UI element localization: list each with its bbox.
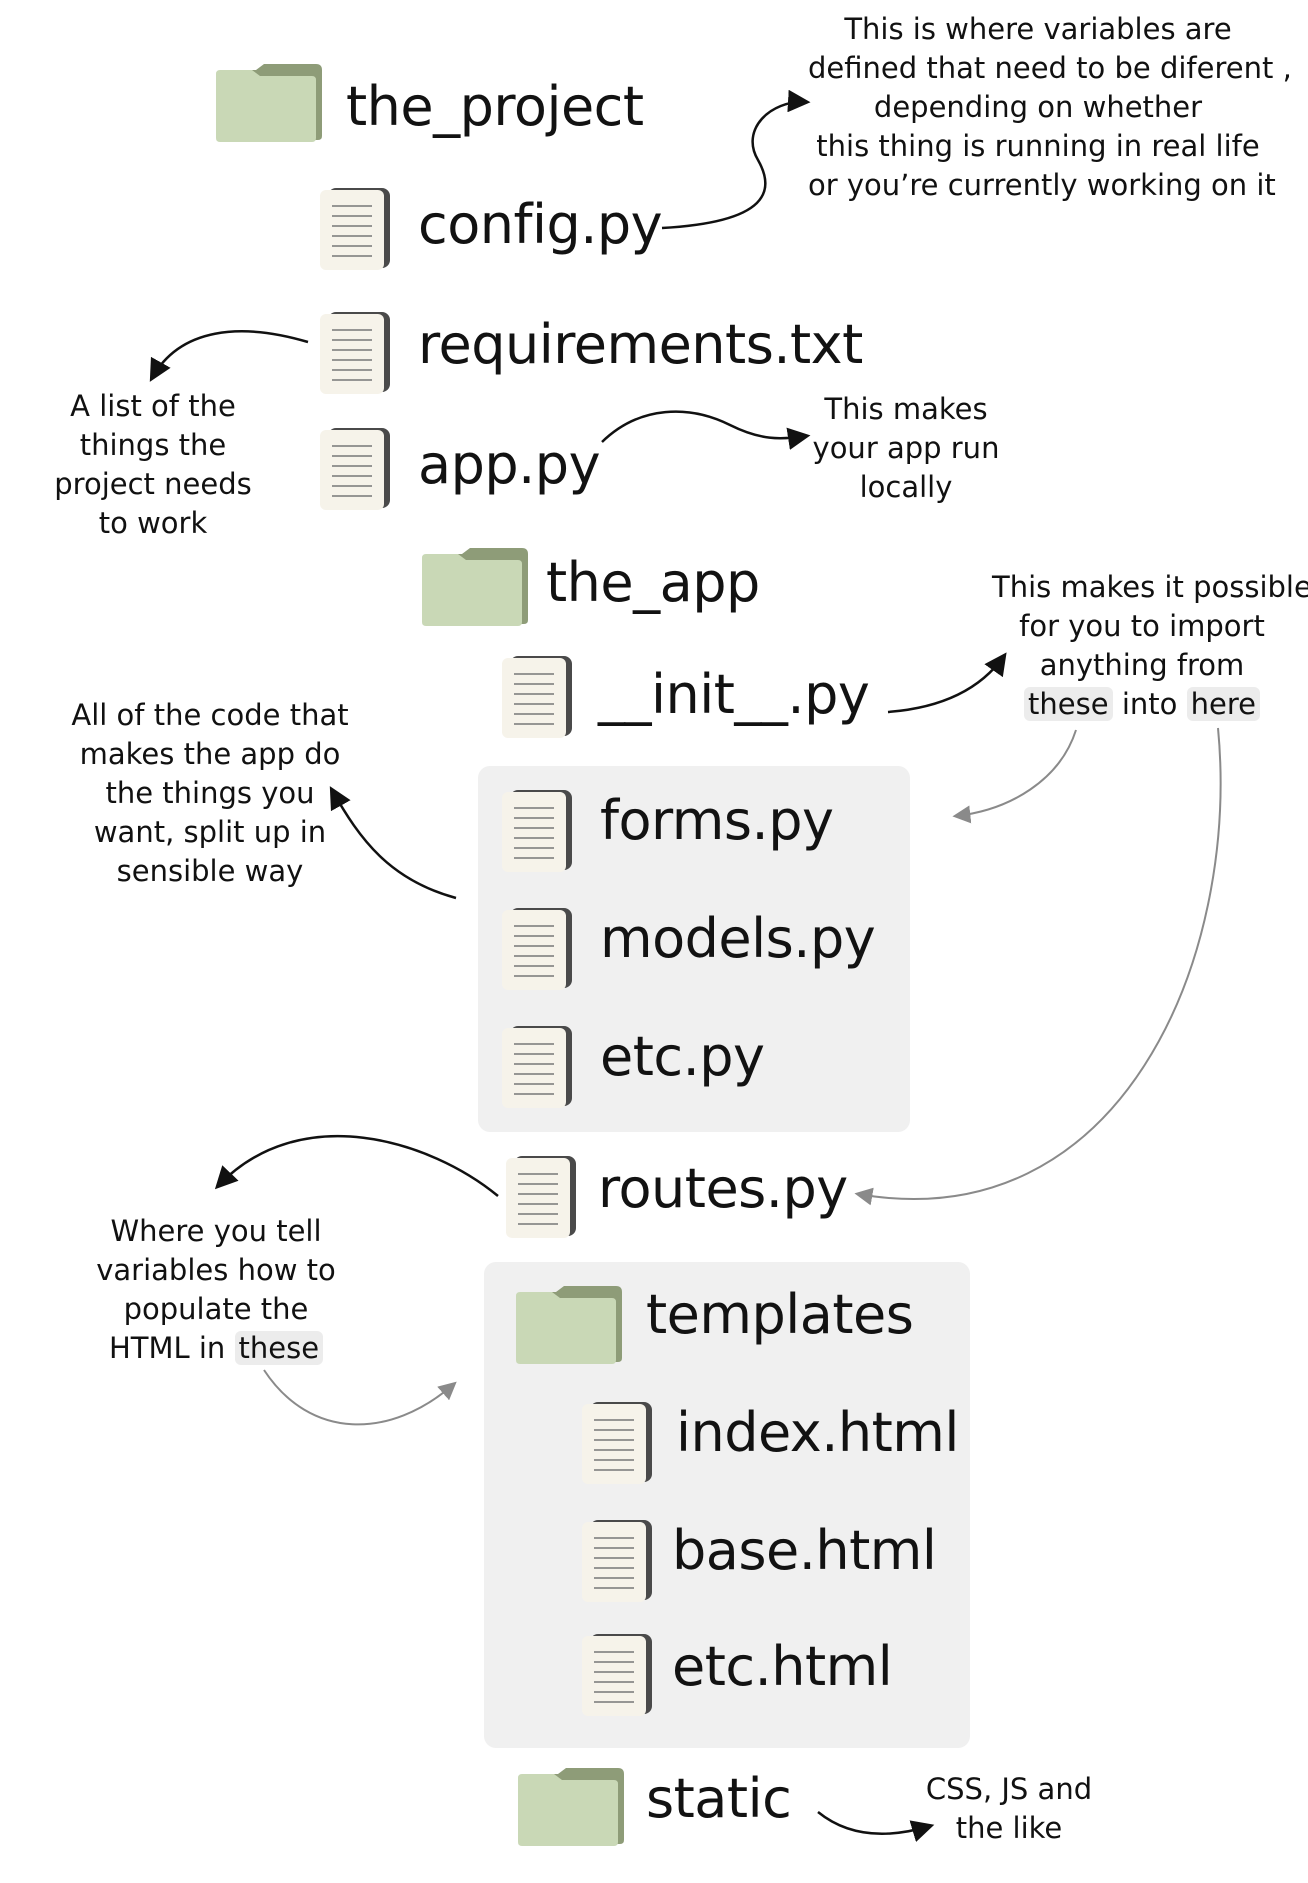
folder-icon [216,64,322,142]
highlight-these: these [1024,687,1113,721]
note-routes: Where you tell variables how to populate… [96,1214,336,1365]
arrow-these-to-forms [952,729,1077,824]
file-icon [582,1634,652,1716]
arrow-these-to-templates [263,1369,457,1426]
label-models: models.py [600,907,876,970]
arrow-here-to-routes [854,727,1222,1206]
label-app: app.py [418,433,601,496]
file-icon [502,790,572,872]
arrow-init [887,652,1007,714]
note-app: This makes your app run locally [812,392,1000,504]
file-icon [582,1520,652,1602]
highlight-these: these [234,1331,324,1365]
arrow-requirements [149,330,309,382]
arrow-config [661,89,811,230]
folder-icon [422,548,528,626]
label-config: config.py [418,193,663,256]
label-routes: routes.py [598,1157,848,1220]
note-static: CSS, JS and the like [925,1772,1093,1845]
file-icon [502,656,572,738]
arrow-routes [214,1134,499,1197]
note-config: This is where variables are defined that… [808,12,1292,202]
file-icon [320,188,390,270]
label-static: static [646,1767,792,1830]
arrow-code [329,786,457,900]
label-index-html: index.html [676,1401,959,1464]
arrow-app [601,410,811,450]
file-icon [506,1156,576,1238]
file-icon [502,1026,572,1108]
highlight-here: here [1186,687,1260,721]
file-icon [320,428,390,510]
note-code: All of the code that makes the app do th… [71,698,349,888]
arrow-static [817,1811,935,1842]
folder-icon [516,1286,622,1364]
note-requirements: A list of the things the project needs t… [54,389,252,540]
file-icon [582,1402,652,1484]
label-templates: templates [646,1283,914,1346]
label-the-project: the_project [346,75,644,138]
label-base-html: base.html [672,1519,937,1582]
file-icon [320,312,390,394]
label-init: __init__.py [598,663,870,726]
label-the-app: the_app [546,551,760,614]
label-etc-html: etc.html [672,1635,893,1698]
note-init: This makes it possible for you to import… [992,570,1308,721]
file-icon [502,908,572,990]
label-forms: forms.py [600,789,834,852]
label-etc-py: etc.py [600,1025,765,1088]
label-requirements: requirements.txt [418,313,863,376]
folder-icon [518,1768,624,1846]
